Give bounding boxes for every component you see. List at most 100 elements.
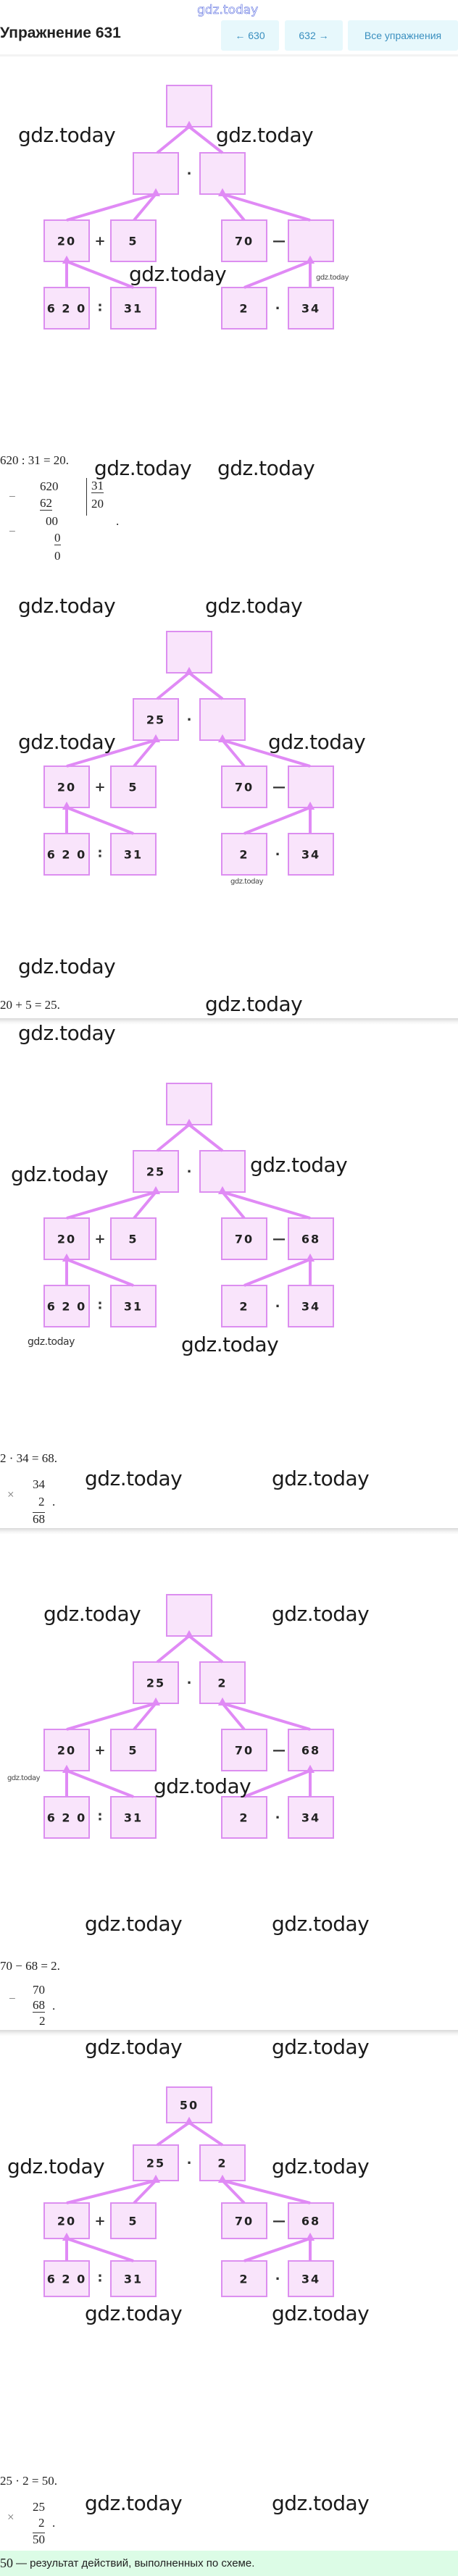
page-title: Упражнение 631 bbox=[0, 25, 121, 41]
operator-minus: — bbox=[272, 234, 286, 249]
all-exercises-button[interactable]: Все упражнения bbox=[348, 20, 458, 51]
product: 50 bbox=[33, 2533, 45, 2546]
level4-box bbox=[110, 833, 157, 876]
watermark: gdz.today bbox=[154, 1774, 251, 1798]
level3-box bbox=[43, 1217, 90, 1260]
watermark: gdz.today bbox=[43, 1602, 141, 1626]
arrowhead-icon bbox=[62, 1254, 71, 1262]
level4-box-value: 2 bbox=[239, 2272, 249, 2286]
level4-box-value: 34 bbox=[301, 1811, 320, 1825]
mid-box-left-value: 25 bbox=[146, 713, 165, 727]
arrow-line bbox=[66, 193, 157, 222]
operator-minus: — bbox=[272, 1232, 286, 1247]
period: . bbox=[52, 2516, 56, 2530]
arrow-line bbox=[66, 260, 134, 289]
watermark: gdz.today bbox=[272, 1912, 370, 1936]
prev-exercise-button[interactable]: ← 630 bbox=[221, 20, 279, 51]
result-box bbox=[166, 2086, 212, 2124]
level3-box-value: 68 bbox=[301, 1744, 320, 1758]
arrowhead-icon bbox=[306, 256, 315, 264]
arrow-line bbox=[222, 1191, 311, 1220]
dividend: 620 bbox=[40, 479, 59, 493]
equation-division: 620 : 31 = 20. bbox=[0, 453, 70, 467]
watermark: gdz.today bbox=[18, 1021, 116, 1045]
arrow-line bbox=[188, 671, 224, 700]
watermark: gdz.today bbox=[272, 1467, 370, 1490]
times-sign: × bbox=[7, 2510, 14, 2524]
level3-box bbox=[43, 2202, 90, 2239]
level4-box bbox=[288, 287, 334, 330]
level4-box-value: 34 bbox=[301, 2272, 320, 2286]
answer-number: 50 bbox=[0, 2556, 13, 2570]
minus-sign: − bbox=[9, 524, 16, 538]
operator-multiply: · bbox=[275, 847, 280, 863]
divisor: 31 bbox=[91, 479, 104, 493]
operator-multiply: · bbox=[187, 1165, 192, 1180]
level4-box-value: 2 bbox=[239, 1811, 249, 1825]
level3-box-value: 5 bbox=[128, 235, 138, 248]
level4-box bbox=[288, 1796, 334, 1839]
operator-multiply: · bbox=[187, 2155, 192, 2170]
result-box-value: 50 bbox=[180, 2099, 199, 2113]
quotient: 20 bbox=[91, 497, 104, 511]
level4-box-value: 2 bbox=[239, 1300, 249, 1314]
level4-box-value: 6 2 0 bbox=[47, 2272, 87, 2286]
arrowhead-icon bbox=[218, 188, 227, 196]
arrow-line bbox=[188, 125, 224, 154]
level3-box-value: 20 bbox=[57, 1233, 76, 1246]
operator-multiply: · bbox=[275, 2271, 280, 2286]
difference: 2 bbox=[39, 2014, 46, 2028]
arrowhead-icon bbox=[306, 1765, 315, 1773]
operator-divide: : bbox=[97, 1809, 102, 1824]
level4-box-value: 34 bbox=[301, 848, 320, 862]
arrow-line bbox=[243, 2237, 311, 2262]
level3-box-value: 5 bbox=[128, 781, 138, 794]
watermark: gdz.today bbox=[18, 123, 116, 147]
result-box bbox=[166, 1594, 212, 1637]
operator-multiply: · bbox=[187, 167, 192, 182]
operator-multiply: · bbox=[187, 1676, 192, 1691]
watermark: gdz.today bbox=[28, 1336, 75, 1348]
level4-box bbox=[221, 1285, 267, 1327]
arrow-line bbox=[133, 1191, 157, 1220]
watermark: gdz.today bbox=[94, 456, 192, 480]
arrow-line bbox=[221, 1191, 246, 1220]
arrowhead-icon bbox=[151, 188, 160, 196]
level4-box-value: 31 bbox=[124, 302, 143, 316]
operator-multiply: · bbox=[275, 1299, 280, 1314]
next-exercise-button[interactable]: 632 → bbox=[285, 20, 343, 51]
result-box bbox=[166, 631, 212, 674]
remainder-2: 0 bbox=[54, 549, 61, 563]
subtrahend: 68 bbox=[33, 1998, 45, 2013]
operator-minus: — bbox=[272, 1743, 286, 1758]
arrow-line bbox=[133, 193, 157, 222]
level3-box-value: 70 bbox=[235, 1744, 254, 1758]
level4-box-value: 6 2 0 bbox=[47, 1300, 87, 1314]
arrow-line bbox=[133, 2179, 157, 2204]
level4-box bbox=[43, 1285, 90, 1327]
arrow-line bbox=[221, 1702, 246, 1731]
arrow-line bbox=[66, 1769, 134, 1798]
mid-box-right bbox=[199, 1150, 246, 1193]
factor-a: 25 bbox=[33, 2500, 45, 2514]
watermark: gdz.today bbox=[230, 878, 264, 886]
arrow-line bbox=[188, 2121, 224, 2147]
mid-box-left bbox=[133, 152, 179, 195]
operator-divide: : bbox=[97, 300, 102, 315]
arrow-line bbox=[188, 1635, 224, 1664]
section-divider bbox=[0, 1018, 458, 1025]
mid-box-left-value: 25 bbox=[146, 2156, 165, 2170]
mid-box-right-value: 2 bbox=[217, 2156, 227, 2170]
arrow-line bbox=[156, 1635, 191, 1664]
level3-box bbox=[221, 765, 267, 808]
level4-box-value: 31 bbox=[124, 1300, 143, 1314]
level4-box bbox=[110, 2260, 157, 2297]
arrow-line bbox=[222, 739, 311, 768]
arrow-line bbox=[243, 260, 311, 289]
factor-b: 2 bbox=[38, 1495, 45, 1509]
watermark: gdz.today bbox=[18, 594, 116, 618]
arrowhead-icon bbox=[185, 1630, 193, 1638]
mid-box-left bbox=[133, 698, 179, 741]
